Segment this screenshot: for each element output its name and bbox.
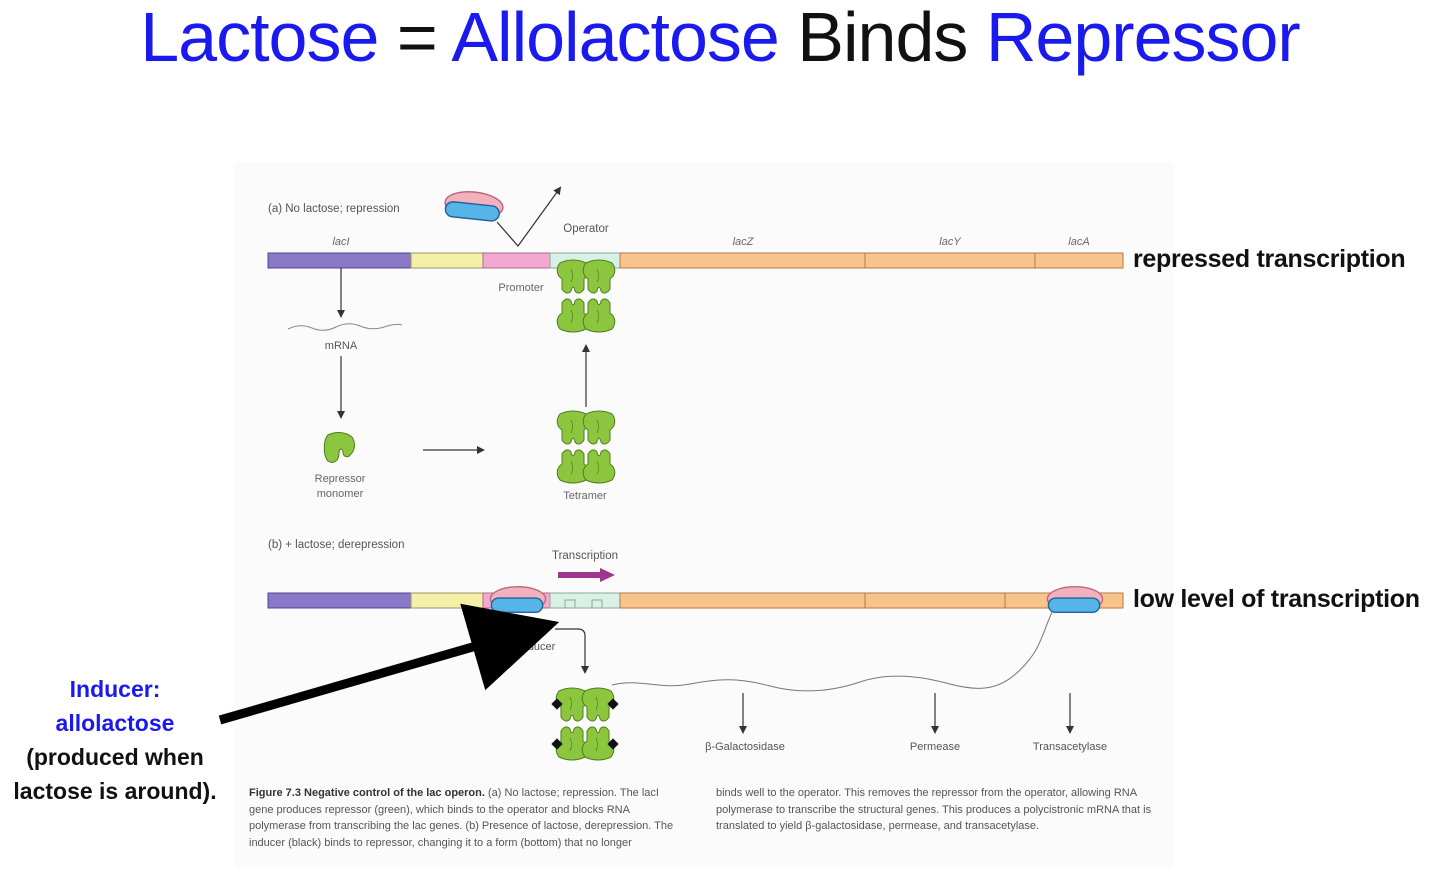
spacer-region-b — [410, 592, 484, 609]
panel-a-heading: (a) No lactose; repression — [268, 203, 400, 215]
rna-polymerase-promoter-icon — [489, 585, 547, 614]
title-lactose: Lactose — [140, 0, 379, 76]
inducer-note-line3: (produced when — [26, 744, 204, 770]
mrna-strand-a — [287, 323, 403, 331]
lacI-gene — [267, 252, 412, 269]
polycistronic-mrna — [611, 611, 1053, 692]
lacZ-gene — [619, 252, 866, 269]
lacZ-label: lacZ — [733, 236, 755, 248]
title-allolactose: Allolactose — [451, 0, 780, 76]
operator-region-b — [549, 592, 621, 609]
transcription-arrow-head — [600, 568, 615, 582]
title-binds: Binds — [778, 0, 986, 76]
lacA-gene — [1034, 252, 1124, 269]
dna-strand-a — [267, 252, 1124, 269]
transcription-label: Transcription — [552, 550, 618, 562]
product-label-2: Permease — [910, 741, 960, 753]
tetramer-label: Tetramer — [563, 490, 607, 502]
monomer-label-2: monomer — [317, 488, 364, 500]
inducer-label: Inducer — [519, 641, 556, 653]
caption-figure-label: Figure 7.3 Negative control of the lac o… — [249, 787, 485, 799]
low-level-transcription-label: low level of transcription — [1133, 585, 1420, 613]
lacY-gene — [864, 252, 1036, 269]
repressor-monomer-icon — [323, 432, 355, 463]
operator-notches — [564, 599, 603, 608]
inducer-note: Inducer: allolactose (produced when lact… — [0, 672, 230, 808]
caption-left-text: (a) No lactose; repression. The lacI gen… — [249, 787, 674, 849]
spacer-region — [410, 252, 484, 269]
operator-label: Operator — [563, 223, 609, 235]
title-equals: = — [378, 0, 452, 76]
lacI-gene-b — [267, 592, 412, 609]
deflect-arrow — [496, 186, 562, 247]
lacA-label: lacA — [1068, 236, 1089, 248]
monomer-label-1: Repressor — [315, 473, 366, 485]
panel-b-heading: (b) + lactose; derepression — [268, 539, 404, 551]
dna-strand-b — [267, 592, 1124, 609]
lacY-label: lacY — [939, 236, 961, 248]
promoter-region — [482, 252, 551, 269]
caption-left: Figure 7.3 Negative control of the lac o… — [249, 785, 681, 851]
lacZ-gene-b — [619, 592, 866, 609]
inducer-binding-arrow — [555, 628, 589, 674]
caption-right: binds well to the operator. This removes… — [716, 787, 1152, 832]
inducer-note-line1: Inducer: — [69, 676, 161, 702]
inducer-pointer-arrow — [218, 603, 560, 725]
inducer-note-line4: lactose is around). — [13, 778, 217, 804]
product-label-1: β-Galactosidase — [705, 741, 785, 753]
lacI-label: lacI — [332, 236, 349, 248]
slide-title: Lactose = Allolactose Binds Repressor — [0, 0, 1440, 80]
title-repressor: Repressor — [985, 0, 1301, 76]
product-label-3: Transacetylase — [1033, 741, 1107, 753]
lacY-gene-b — [864, 592, 1006, 609]
inducer-note-line2: allolactose — [55, 710, 175, 736]
mrna-label: mRNA — [325, 340, 358, 352]
figure-panel — [234, 162, 1174, 868]
rna-polymerase-end-icon — [1046, 585, 1104, 614]
promoter-label: Promoter — [498, 282, 544, 294]
repressed-transcription-label: repressed transcription — [1133, 245, 1406, 273]
